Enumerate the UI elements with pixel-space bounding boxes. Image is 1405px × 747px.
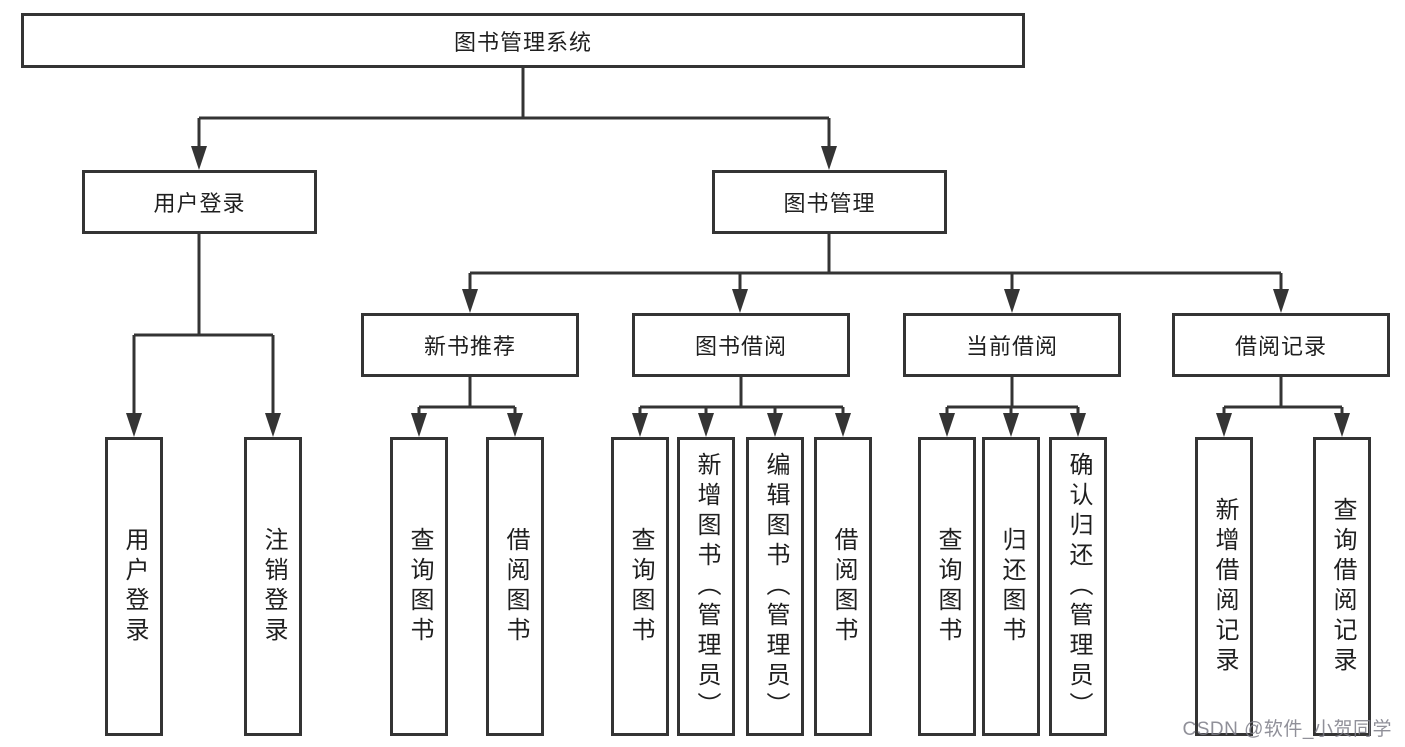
node-label: 当前借阅 bbox=[965, 334, 1058, 359]
leaf-label: 用户登录 bbox=[121, 526, 148, 647]
leaf-label: 注销登录 bbox=[260, 526, 287, 647]
node-new-book-recommend: 新书推荐 bbox=[361, 313, 579, 377]
leaf-label: 归还图书 bbox=[998, 526, 1025, 647]
leaf-query-borrow-record: 查询借阅记录 bbox=[1313, 437, 1371, 736]
leaf-logout: 注销登录 bbox=[244, 437, 302, 736]
leaf-query-books-recommend: 查询图书 bbox=[390, 437, 448, 736]
leaf-label: 确认归还（管理员） bbox=[1065, 451, 1092, 722]
leaf-borrow-books: 借阅图书 bbox=[814, 437, 872, 736]
node-user-login: 用户登录 bbox=[82, 170, 317, 234]
leaf-add-borrow-record: 新增借阅记录 bbox=[1195, 437, 1253, 736]
node-label: 用户登录 bbox=[153, 191, 246, 216]
leaf-edit-books-admin: 编辑图书（管理员） bbox=[746, 437, 804, 736]
node-label: 图书管理 bbox=[783, 191, 876, 216]
leaf-label: 查询借阅记录 bbox=[1329, 496, 1356, 677]
node-book-borrow: 图书借阅 bbox=[632, 313, 850, 377]
leaf-confirm-return-admin: 确认归还（管理员） bbox=[1049, 437, 1107, 736]
node-book-management: 图书管理 bbox=[712, 170, 947, 234]
leaf-borrow-books-recommend: 借阅图书 bbox=[486, 437, 544, 736]
leaf-label: 新增图书（管理员） bbox=[693, 451, 720, 722]
node-current-borrow: 当前借阅 bbox=[903, 313, 1121, 377]
leaf-user-login: 用户登录 bbox=[105, 437, 163, 736]
leaf-label: 查询图书 bbox=[406, 526, 433, 647]
leaf-add-books-admin: 新增图书（管理员） bbox=[677, 437, 735, 736]
leaf-label: 借阅图书 bbox=[830, 526, 857, 647]
node-book-management-system: 图书管理系统 bbox=[21, 13, 1025, 68]
leaf-label: 查询图书 bbox=[627, 526, 654, 647]
node-label: 图书借阅 bbox=[694, 334, 787, 359]
leaf-label: 借阅图书 bbox=[502, 526, 529, 647]
leaf-label: 查询图书 bbox=[934, 526, 961, 647]
watermark-text: CSDN @软件_小贺同学 bbox=[1182, 719, 1392, 740]
leaf-label: 新增借阅记录 bbox=[1211, 496, 1238, 677]
leaf-label: 编辑图书（管理员） bbox=[762, 451, 789, 722]
leaf-query-books-borrow: 查询图书 bbox=[611, 437, 669, 736]
node-label: 借阅记录 bbox=[1234, 334, 1327, 359]
leaf-query-books-current: 查询图书 bbox=[918, 437, 976, 736]
node-borrow-records: 借阅记录 bbox=[1172, 313, 1390, 377]
leaf-return-books: 归还图书 bbox=[982, 437, 1040, 736]
node-label: 图书管理系统 bbox=[453, 29, 592, 55]
node-label: 新书推荐 bbox=[423, 334, 516, 359]
